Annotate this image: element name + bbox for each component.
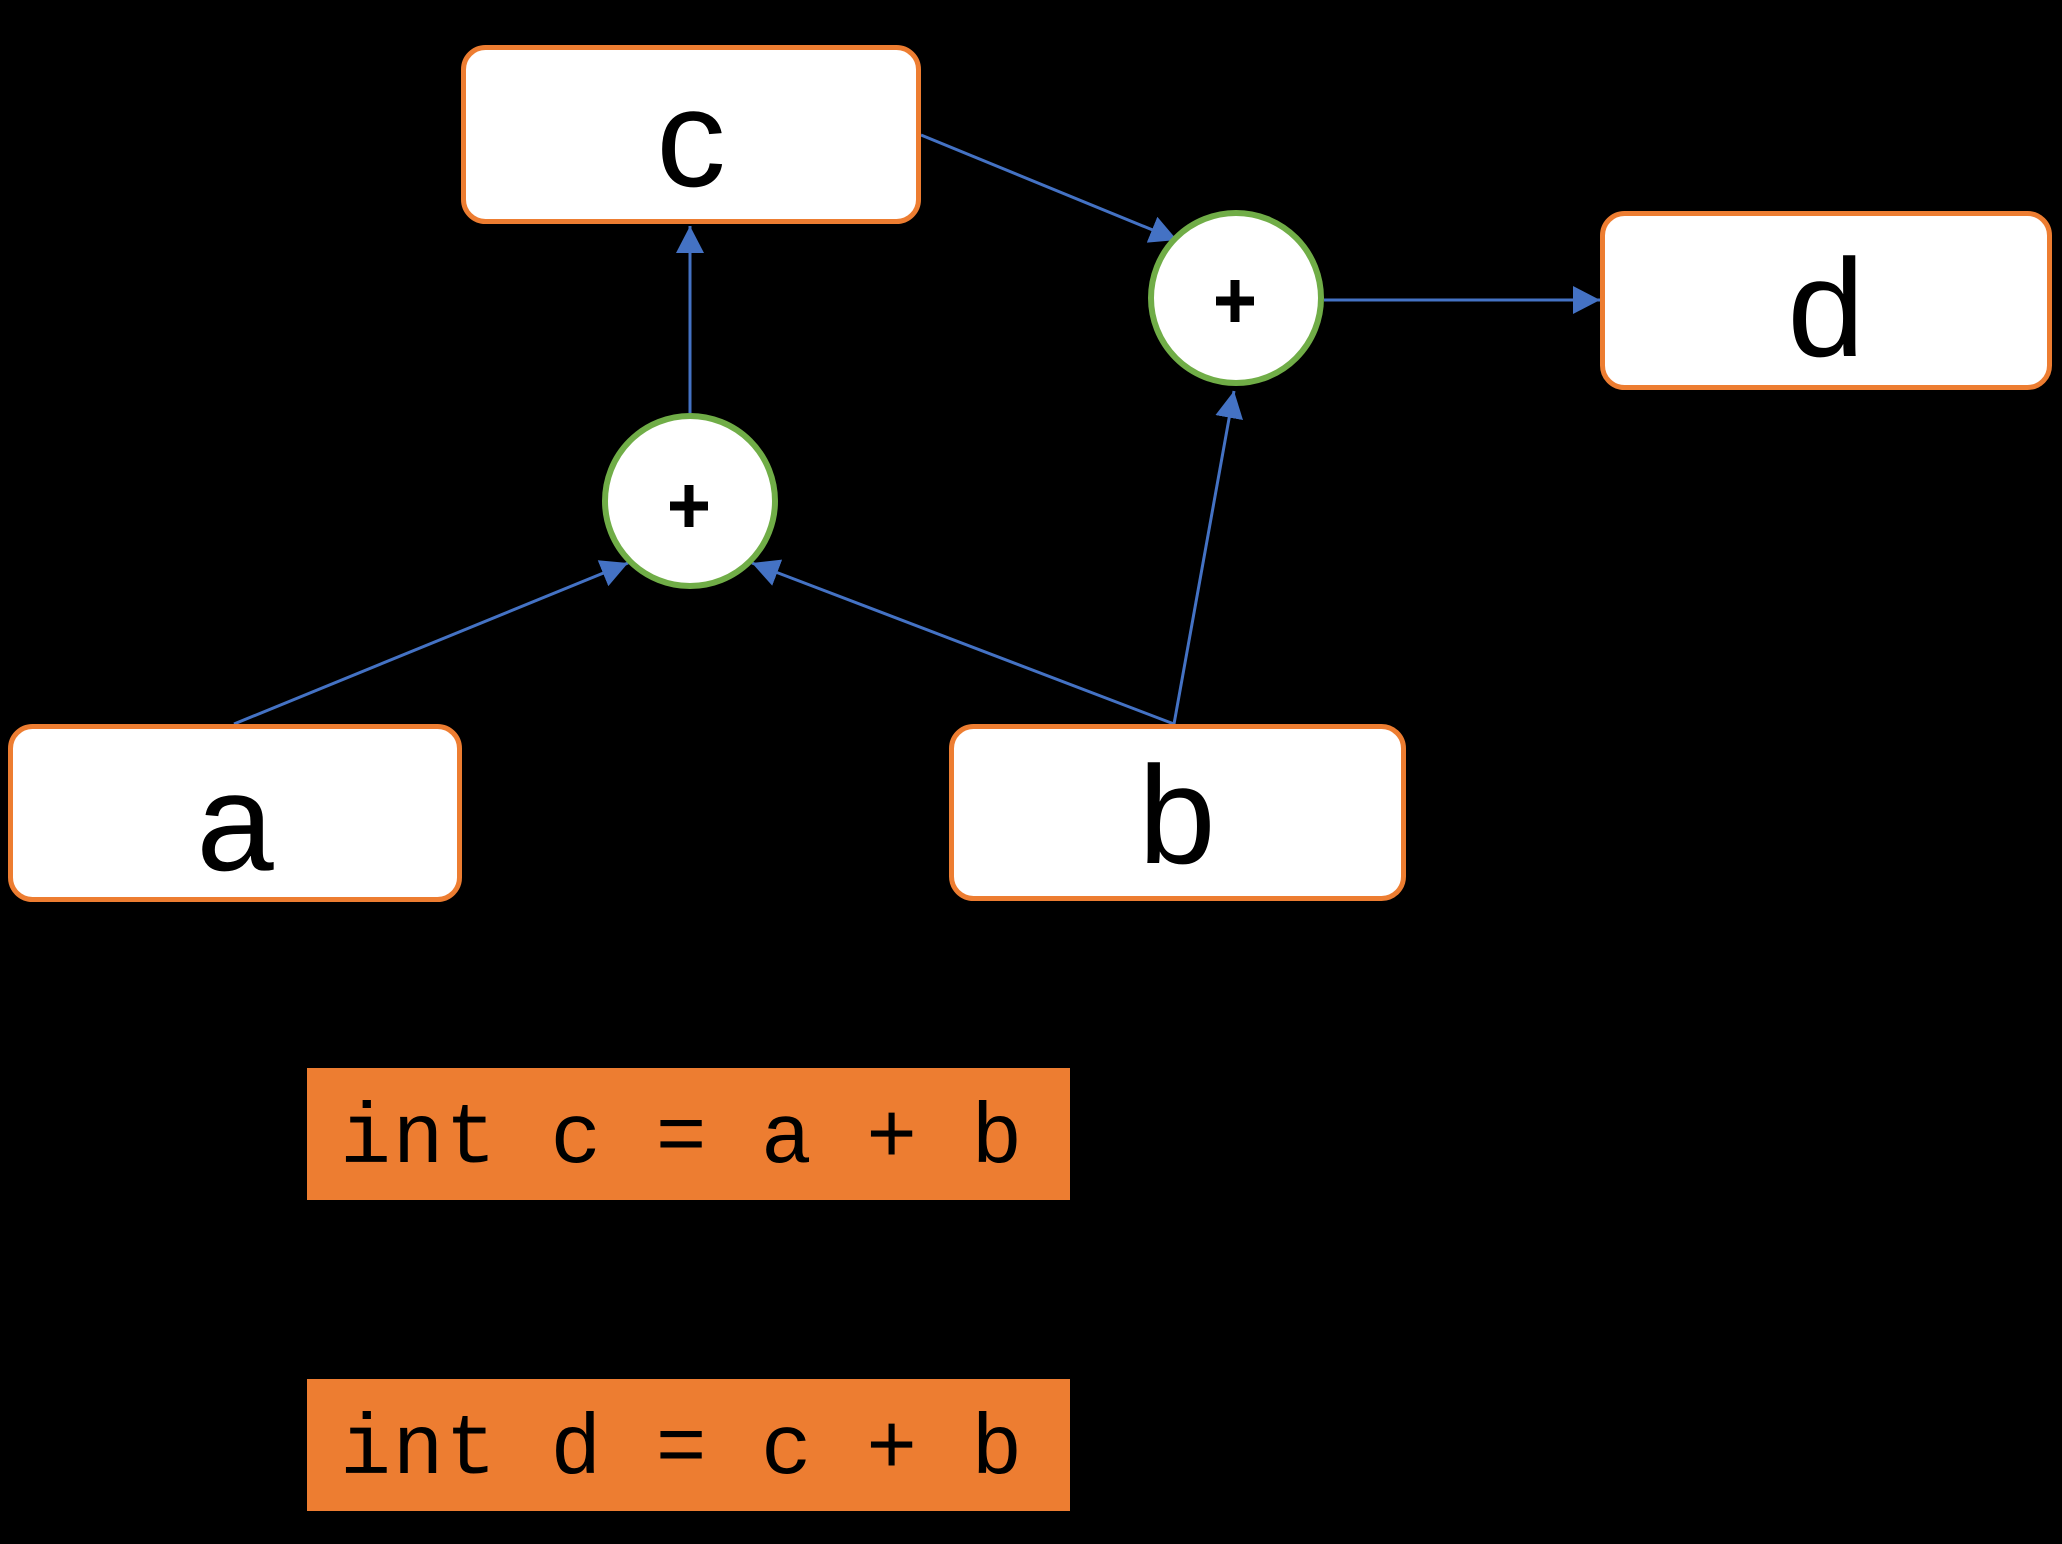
svg-text:c: c: [656, 61, 726, 216]
svg-text:int c = a + b: int c = a + b: [340, 1091, 1024, 1188]
svg-text:b: b: [1138, 738, 1215, 893]
svg-text:d: d: [1787, 231, 1864, 386]
svg-text:int d = c + b: int d = c + b: [340, 1402, 1024, 1499]
svg-text:a: a: [196, 745, 274, 900]
